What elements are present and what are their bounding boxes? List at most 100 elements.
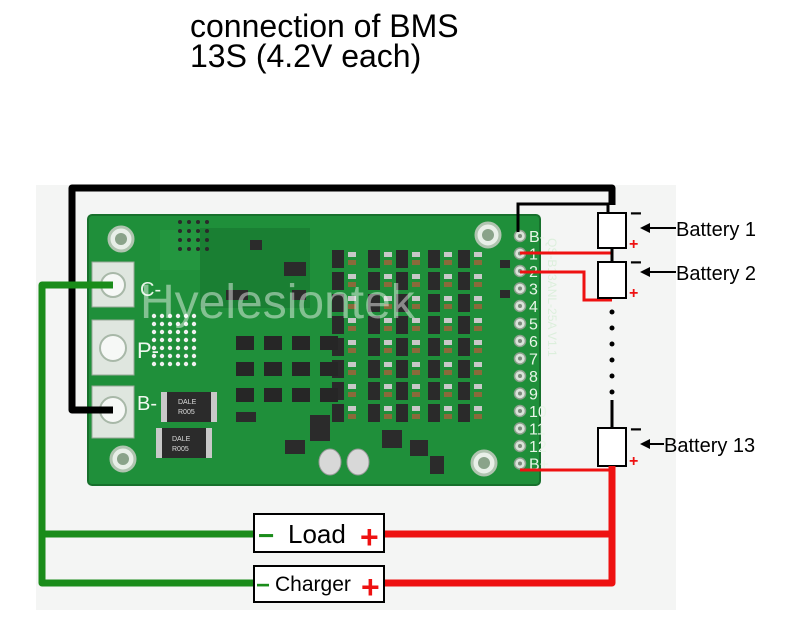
via-dot: [167, 321, 173, 327]
load-minus: −: [258, 520, 274, 551]
smd-resistor: [384, 252, 392, 257]
smd-resistor: [412, 340, 420, 345]
via-dot: [205, 247, 209, 251]
smd-chip: [332, 316, 344, 334]
series-dot: [609, 325, 615, 331]
smd-chip: [458, 250, 470, 268]
smd-part: [382, 430, 402, 448]
via-dot: [159, 345, 165, 351]
charger-box: − Charger +: [253, 565, 385, 605]
mosfet: [264, 388, 282, 402]
smd-chip: [428, 316, 440, 334]
battery-13-minus: −: [630, 419, 642, 441]
resistor-code-3: DALE: [172, 436, 191, 443]
smd-capacitor: [412, 326, 420, 331]
smd-chip: [396, 272, 408, 290]
series-dot: [609, 309, 615, 315]
pin-3: 3: [513, 282, 538, 299]
smd-chip: [428, 360, 440, 378]
smd-chip: [368, 404, 380, 422]
smd-capacitor: [348, 304, 356, 309]
smd-resistor: [474, 384, 482, 389]
smd-part: [430, 456, 444, 474]
via-dot: [191, 329, 197, 335]
smd-part: [285, 440, 305, 454]
series-dot: [609, 357, 615, 363]
title-line-1: connection of BMS: [190, 8, 459, 44]
via-dot: [175, 337, 181, 343]
smd-resistor: [474, 296, 482, 301]
via-dot: [183, 361, 189, 367]
pin-5: 5: [513, 317, 538, 334]
smd-chip: [428, 382, 440, 400]
smd-capacitor: [444, 370, 452, 375]
smd-resistor: [384, 384, 392, 389]
battery-1-plus: +: [629, 236, 638, 253]
pin-label: 1: [529, 247, 538, 264]
capacitor: [318, 448, 342, 476]
via-dot: [151, 329, 157, 335]
battery-2-minus: −: [630, 252, 642, 274]
mosfet: [292, 336, 310, 350]
b-minus-wire: [68, 184, 616, 414]
smd-chip: [332, 250, 344, 268]
via-dot: [151, 353, 157, 359]
via-dot: [175, 329, 181, 335]
pad-p-minus: [91, 319, 135, 376]
via-dot: [167, 353, 173, 359]
via-dot: [183, 345, 189, 351]
via-dot: [187, 238, 191, 242]
pin-label: 11: [529, 422, 546, 439]
mosfet: [236, 362, 254, 376]
via-dot: [167, 313, 173, 319]
smd-part: [500, 290, 510, 298]
smd-chip: [458, 294, 470, 312]
pin-label: 12: [529, 439, 547, 456]
battery-2-label: Battery 2: [676, 263, 756, 285]
smd-chip: [458, 316, 470, 334]
smd-capacitor: [474, 370, 482, 375]
smd-capacitor: [412, 282, 420, 287]
via-dot: [191, 353, 197, 359]
mounting-hole: [470, 449, 498, 477]
smd-capacitor: [444, 260, 452, 265]
smd-resistor: [384, 362, 392, 367]
mounting-hole: [109, 445, 137, 473]
via-dot: [183, 337, 189, 343]
smd-chip: [458, 404, 470, 422]
battery-13: − + Battery 13: [597, 419, 755, 470]
smd-chip: [368, 316, 380, 334]
smd-capacitor: [412, 348, 420, 353]
smd-chip: [428, 250, 440, 268]
battery-1: − + Battery 1: [597, 203, 756, 253]
via-dot: [178, 247, 182, 251]
smd-capacitor: [384, 370, 392, 375]
bms-pcb: C- P- B- DALE R005 DALE R005 QS-B13ANL-2…: [87, 214, 559, 486]
battery-2: − + Battery 2: [597, 252, 756, 302]
smd-resistor: [348, 384, 356, 389]
mosfet: [320, 336, 338, 350]
via-dot: [205, 220, 209, 224]
smd-resistor: [444, 296, 452, 301]
via-dot: [183, 353, 189, 359]
smd-capacitor: [474, 282, 482, 287]
smd-resistor: [412, 362, 420, 367]
pad-label-b: B-: [137, 393, 157, 415]
pad-label-c: C-: [140, 279, 161, 301]
smd-chip: [458, 382, 470, 400]
smd-resistor: [444, 340, 452, 345]
pin-label: 3: [529, 282, 538, 299]
smd-resistor: [348, 296, 356, 301]
smd-capacitor: [444, 326, 452, 331]
positive-bus-wire: [384, 466, 616, 587]
series-dot: [609, 389, 615, 395]
board-silkscreen: QS-B13ANL-25A V1.1: [545, 238, 559, 357]
smd-capacitor: [384, 282, 392, 287]
smd-chip: [428, 338, 440, 356]
smd-capacitor: [444, 414, 452, 419]
smd-chip: [458, 360, 470, 378]
series-dots: [609, 309, 615, 395]
smd-resistor: [348, 252, 356, 257]
via-dot: [178, 229, 182, 233]
watermark: Hyelesiontek: [140, 276, 416, 329]
